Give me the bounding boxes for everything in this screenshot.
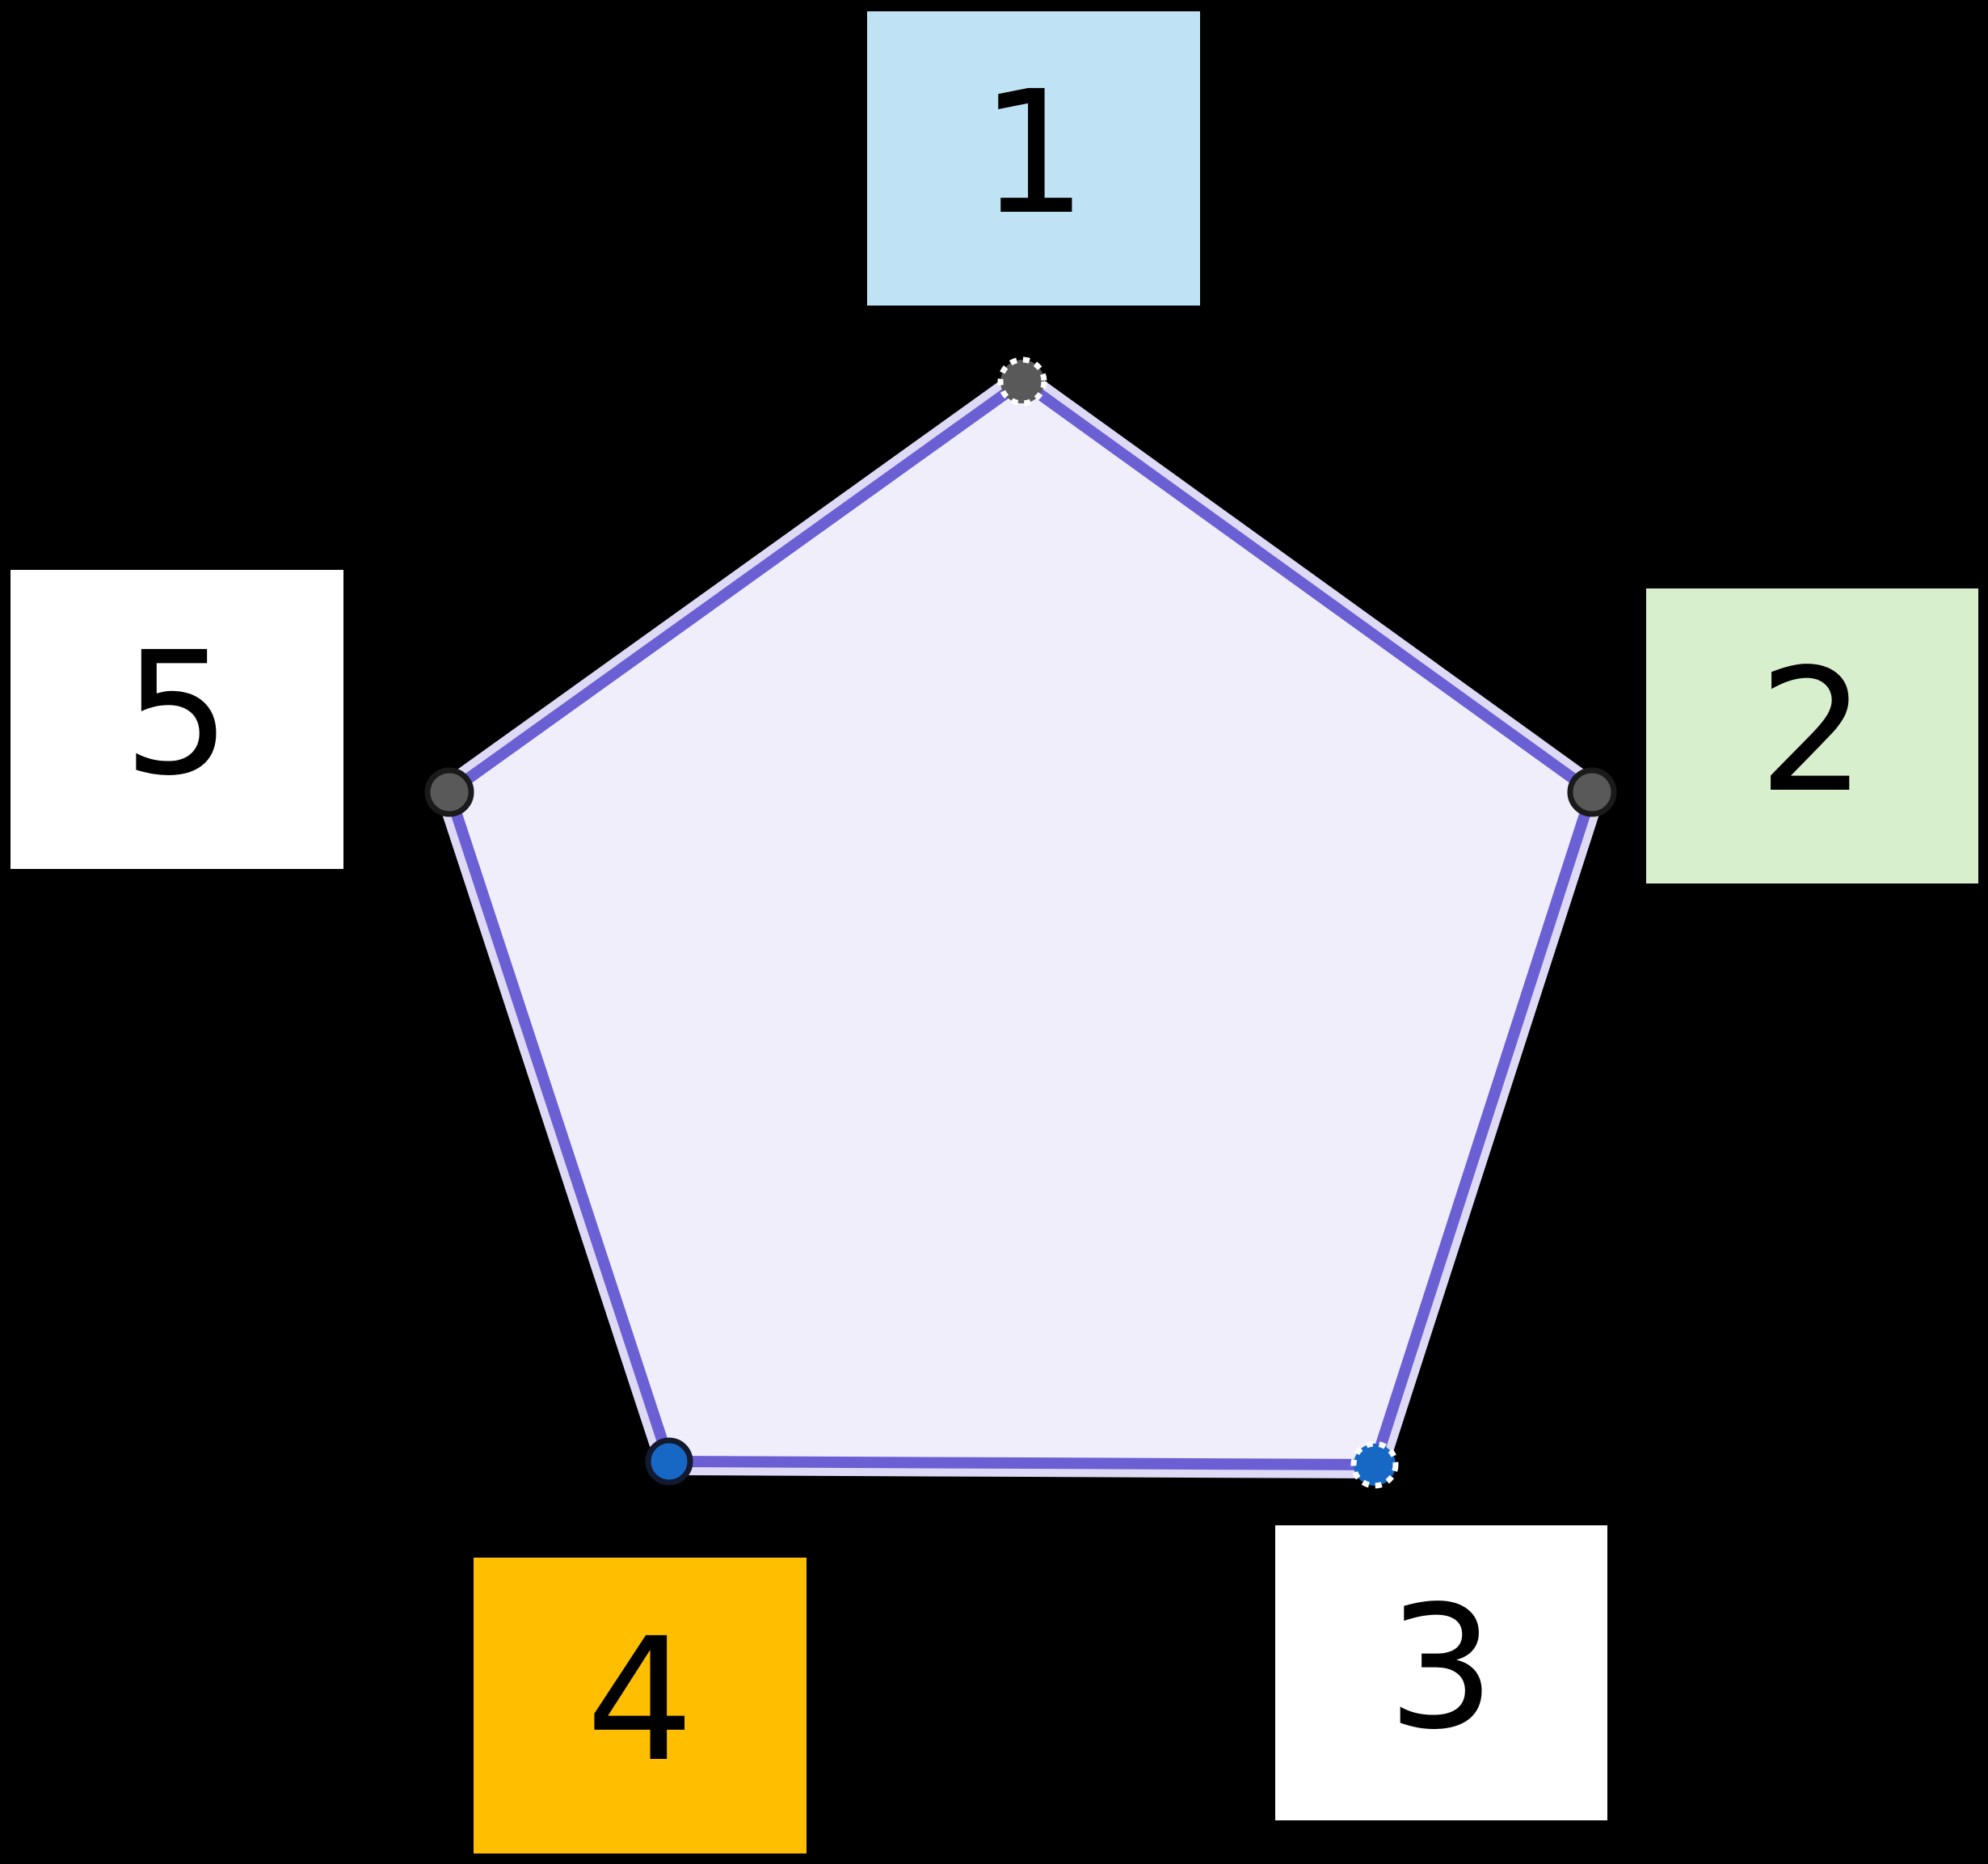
node-label-box-4[interactable]: 4 — [474, 1558, 807, 1853]
graph-node-1[interactable] — [997, 356, 1047, 407]
node-label-text-5: 5 — [123, 615, 231, 813]
node-label-text-1: 1 — [979, 54, 1088, 252]
node-label-box-1[interactable]: 1 — [867, 11, 1200, 306]
node-label-box-2[interactable]: 2 — [1646, 588, 1978, 884]
graph-node-2[interactable] — [1567, 767, 1617, 817]
node-label-box-3[interactable]: 3 — [1275, 1525, 1607, 1820]
node-label-box-5[interactable]: 5 — [11, 570, 343, 869]
node-label-text-2: 2 — [1758, 631, 1867, 830]
pentagon-edges[interactable] — [444, 376, 1598, 1470]
graph-node-4[interactable] — [645, 1437, 693, 1486]
pentagon-fill — [449, 382, 1592, 1465]
graph-node-5[interactable] — [424, 767, 474, 817]
node-layer — [424, 356, 1617, 1489]
graph-node-3[interactable] — [1350, 1440, 1399, 1489]
node-label-text-3: 3 — [1387, 1568, 1496, 1767]
node-label-text-4: 4 — [586, 1601, 694, 1799]
